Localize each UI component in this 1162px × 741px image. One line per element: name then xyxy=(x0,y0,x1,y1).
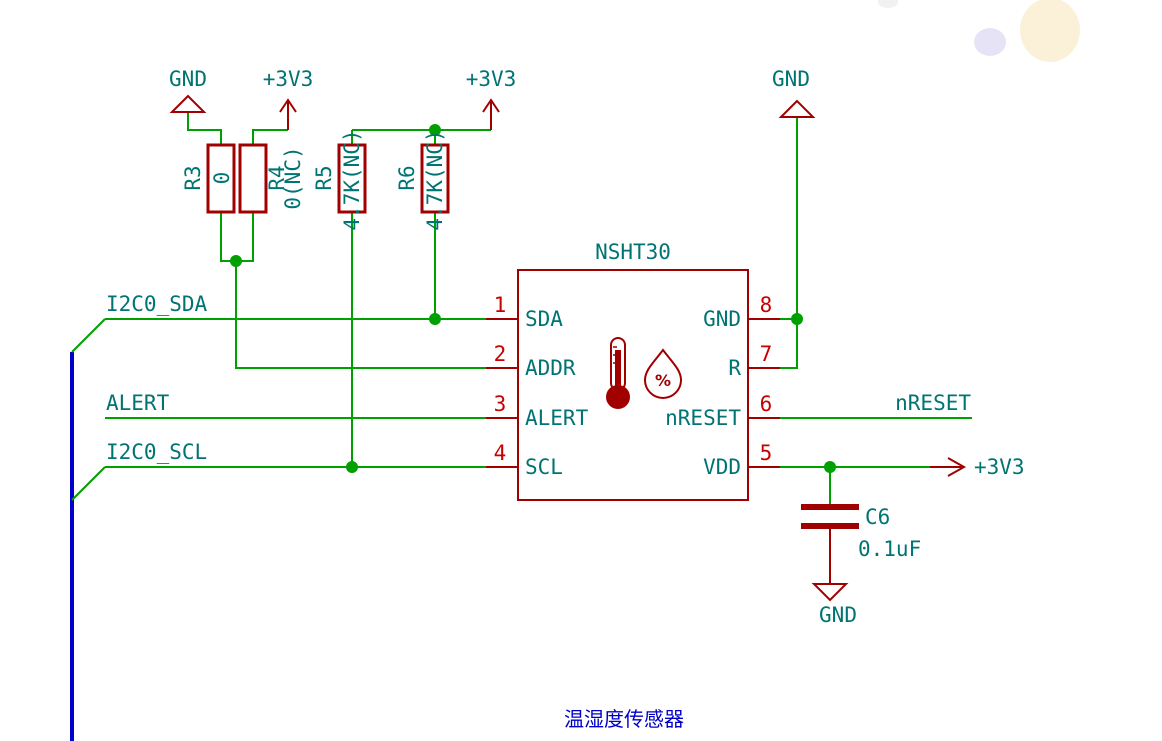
wire-gnd-r xyxy=(780,117,798,369)
ic-nsht30: NSHT30 1 2 3 4 SDA ADDR ALERT SCL 8 7 6 … xyxy=(486,240,780,501)
wire-addr xyxy=(235,261,486,369)
resistor-value: 0(NC) xyxy=(281,146,305,209)
pin-name: nRESET xyxy=(665,406,741,430)
pin-name: GND xyxy=(703,307,741,331)
resistor-ref: R5 xyxy=(312,165,336,190)
gnd-label: GND xyxy=(819,603,857,627)
gnd-symbol-r3: GND xyxy=(169,67,207,113)
background-artifact xyxy=(878,0,1080,62)
resistor-value: 0 xyxy=(210,172,234,185)
pin-name: SCL xyxy=(525,455,563,479)
pin-number: 3 xyxy=(494,392,507,416)
resistor-ref: R4 xyxy=(265,165,289,190)
humidity-drop-icon: % xyxy=(643,348,683,399)
pin-number: 5 xyxy=(760,441,773,465)
ic-name: NSHT30 xyxy=(595,240,671,264)
net-label-i2c0-sda: I2C0_SDA xyxy=(106,292,208,316)
resistor-ref: R6 xyxy=(395,165,419,190)
junction-dot xyxy=(429,124,441,136)
pin-number: 1 xyxy=(494,293,507,317)
junction-dot xyxy=(791,313,803,325)
sheet-title: 温湿度传感器 xyxy=(564,707,684,731)
junction-dot xyxy=(824,461,836,473)
power-3v3-r4: +3V3 xyxy=(263,67,314,130)
pin-number: 4 xyxy=(494,441,507,465)
resistor-r5: R5 4.7K(NC) xyxy=(312,129,367,231)
gnd-symbol-cap: GND xyxy=(811,529,857,627)
pin-name: R xyxy=(728,356,741,380)
wire-r3-gnd xyxy=(187,112,222,145)
power-label: +3V3 xyxy=(466,67,517,91)
resistor-value: 4.7K(NC) xyxy=(423,129,447,230)
pin-name: ADDR xyxy=(525,356,576,380)
junction-dot xyxy=(346,461,358,473)
capacitor-ref: C6 xyxy=(865,505,890,529)
power-3v3-r5-r6: +3V3 xyxy=(466,67,517,130)
capacitor-c6: C6 0.1uF xyxy=(801,504,921,561)
bus-entry-sda xyxy=(71,318,106,353)
pin-name: ALERT xyxy=(525,406,589,430)
junction-dot xyxy=(230,255,242,267)
resistor-r3: R3 0 xyxy=(181,143,236,214)
pin-number: 7 xyxy=(760,342,773,366)
junction-dot xyxy=(429,313,441,325)
bus-entry-scl xyxy=(71,466,106,501)
wire-r3-r4-join xyxy=(220,212,254,262)
gnd-label: GND xyxy=(772,67,810,91)
resistor-value: 4.7K(NC) xyxy=(340,129,364,230)
net-label-alert: ALERT xyxy=(106,391,170,415)
capacitor-value: 0.1uF xyxy=(858,537,921,561)
resistor-r6: R6 4.7K(NC) xyxy=(395,129,450,231)
gnd-label: GND xyxy=(169,67,207,91)
power-label: +3V3 xyxy=(263,67,314,91)
resistor-ref: R3 xyxy=(181,165,205,190)
pin-number: 8 xyxy=(760,293,773,317)
pin-name: VDD xyxy=(703,455,741,479)
power-label: +3V3 xyxy=(974,455,1025,479)
wire-r4-3v3 xyxy=(252,129,288,145)
net-label-i2c0-scl: I2C0_SCL xyxy=(106,440,207,464)
power-3v3-vdd: +3V3 xyxy=(930,455,1025,479)
pin-number: 6 xyxy=(760,392,773,416)
gnd-symbol-right: GND xyxy=(772,67,816,118)
pin-number: 2 xyxy=(494,342,507,366)
resistor-r4: R4 0(NC) xyxy=(238,143,305,214)
percent-symbol: % xyxy=(655,371,671,390)
net-label-nreset: nRESET xyxy=(895,391,971,415)
pin-name: SDA xyxy=(525,307,563,331)
thermometer-icon xyxy=(606,337,630,409)
